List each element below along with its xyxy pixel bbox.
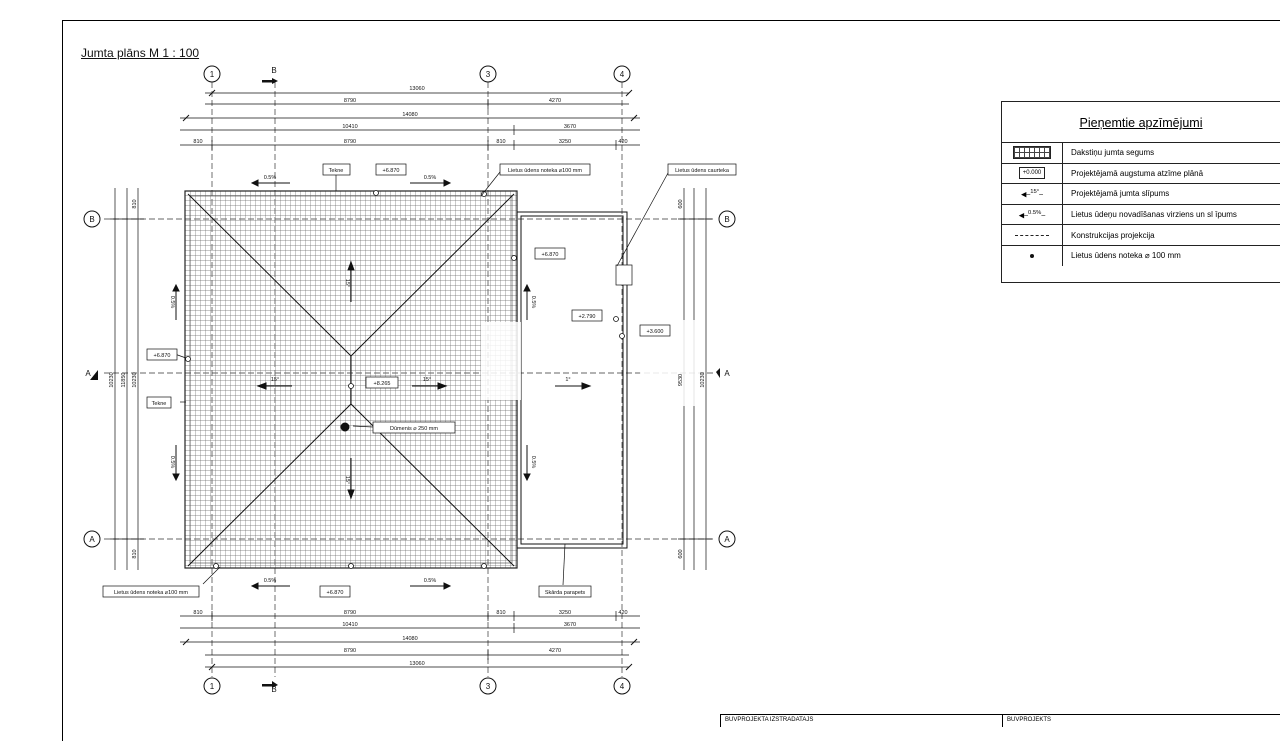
label-outlet: Lietus ūdens caurteka	[675, 168, 730, 174]
slope-right-upper: 0.5%	[530, 296, 536, 309]
legend-row-roof-slope: ◀‒15°‒ Projektējamā jumta slīpums	[1002, 184, 1280, 205]
label-chimney: Dūmenis ⌀ 250 mm	[390, 426, 438, 432]
label-downpipe-top: Lietus ūdens noteka ⌀100 mm	[508, 168, 582, 174]
slope-left-upper: 0.5%	[169, 296, 175, 309]
slope-bottom-left: 0.5%	[264, 578, 277, 584]
slope-top-right: 0.5%	[424, 175, 437, 181]
slope-right-lower: 0.5%	[530, 456, 536, 469]
dim-bottom-8790a: 8790	[344, 610, 356, 616]
dim-top-total: 13060	[409, 86, 424, 92]
label-tekne-top: Tekne	[329, 168, 344, 174]
legend-row-drainage: ◀‒0.5%‒ Lietus ūdeņu novadīšanas virzien…	[1002, 204, 1280, 226]
label-downpipe-bottom: Lietus ūdens noteka ⌀100 mm	[114, 590, 188, 596]
axis-3-top: 3	[486, 70, 491, 79]
section-a-right: A	[724, 369, 730, 378]
title-block-project: BUVPROJEKTS	[1002, 714, 1280, 727]
axis-a-left: A	[89, 535, 95, 544]
slope-15-right: 15°	[423, 377, 431, 383]
dim-right-600a: 600	[678, 199, 684, 208]
dim-right-10230: 10230	[700, 372, 706, 387]
dim-bottom-14080: 14080	[402, 636, 417, 642]
section-a-left: A	[85, 369, 91, 378]
dim-top-14080: 14080	[402, 112, 417, 118]
dim-top-420: 420	[618, 139, 627, 145]
dim-left-810b: 810	[132, 549, 138, 558]
slope-15-left: 15°	[271, 377, 279, 383]
elev-low: +2.790	[579, 314, 596, 320]
dim-top-3670: 3670	[564, 124, 576, 130]
label-tekne-left: Tekne	[152, 401, 167, 407]
dim-top-8790: 8790	[344, 98, 356, 104]
drawing-sheet-border	[62, 20, 1280, 741]
roof-slope-arrow-icon: ◀‒15°‒	[1020, 189, 1043, 199]
dim-right-600b: 600	[678, 549, 684, 558]
dim-bottom-10410: 10410	[342, 622, 357, 628]
dim-left-10230a: 10230	[109, 372, 115, 387]
dim-bottom-3250: 3250	[559, 610, 571, 616]
dim-left-810a: 810	[132, 199, 138, 208]
label-parapet: Skārda parapets	[545, 590, 586, 596]
dim-top-810a: 810	[193, 139, 202, 145]
section-b-top: B	[271, 66, 276, 75]
drawing-title: Jumta plāns M 1 : 100	[81, 46, 200, 60]
dim-bottom-4270: 4270	[549, 648, 561, 654]
elev-center: +8.265	[374, 381, 391, 387]
dim-top-3250: 3250	[559, 139, 571, 145]
axis-4-bottom: 4	[620, 682, 625, 691]
drainage-arrow-icon: ◀‒0.5%‒	[1018, 209, 1046, 220]
roof-plan-drawing: 1 3 4 1 3 4 B A B A B B A A 13060 8790 4…	[83, 65, 737, 695]
axis-1-bottom: 1	[210, 682, 215, 691]
elev-ridge-top: +6.870	[383, 168, 400, 174]
dim-right-9530: 9530	[678, 374, 684, 386]
slope-left-lower: 0.5%	[169, 456, 175, 469]
axis-b-left: B	[89, 215, 94, 224]
legend-row-projection: Konstrukcijas projekcija	[1002, 225, 1280, 246]
elev-bottom: +6.870	[327, 590, 344, 596]
legend-row-downpipe: Lietus ūdens noteka ⌀ 100 mm	[1002, 245, 1280, 266]
dim-bottom-420: 420	[618, 610, 627, 616]
dim-bottom-8790b: 8790	[344, 648, 356, 654]
tile-pattern-icon	[1013, 146, 1051, 160]
slope-15-top: 15°	[344, 279, 350, 287]
legend-row-elevation: +0.000 Projektējamā augstuma atzīme plān…	[1002, 163, 1280, 185]
legend-title: Pieņemtie apzīmējumi	[1002, 102, 1280, 143]
dim-bottom-810b: 810	[496, 610, 505, 616]
axis-b-right: B	[724, 215, 729, 224]
elev-right: +6.870	[542, 252, 559, 258]
elev-left: +6.870	[154, 353, 171, 359]
dim-bottom-810a: 810	[193, 610, 202, 616]
elev-low2: +3.600	[647, 329, 664, 335]
dim-top-10410: 10410	[342, 124, 357, 130]
slope-15-bottom: 15°	[344, 476, 350, 484]
axis-1-top: 1	[210, 70, 215, 79]
legend-row-tiles: Dakstiņu jumta segums	[1002, 143, 1280, 164]
slope-bottom-right: 0.5%	[424, 578, 437, 584]
dim-bottom-total: 13060	[409, 661, 424, 667]
downpipe-dot-icon	[1030, 253, 1034, 258]
axis-3-bottom: 3	[486, 682, 491, 691]
title-block-designer: BUVPROJEKTA IZSTRADATAJS	[720, 714, 1007, 727]
slope-1-flat: 1°	[565, 377, 570, 383]
legend-table: Pieņemtie apzīmējumi Dakstiņu jumta segu…	[1001, 101, 1280, 283]
elevation-mark-icon: +0.000	[1018, 167, 1046, 180]
dim-top-4270: 4270	[549, 98, 561, 104]
dim-left-11850: 11850	[121, 373, 127, 388]
section-b-bottom: B	[271, 685, 276, 694]
slope-top-left: 0.5%	[264, 175, 277, 181]
axis-4-top: 4	[620, 70, 625, 79]
dim-top-8790b: 8790	[344, 139, 356, 145]
dashed-line-icon	[1015, 234, 1049, 236]
dim-top-810b: 810	[496, 139, 505, 145]
dim-left-10230b: 10230	[132, 372, 138, 387]
axis-a-right: A	[724, 535, 730, 544]
dim-bottom-3670: 3670	[564, 622, 576, 628]
